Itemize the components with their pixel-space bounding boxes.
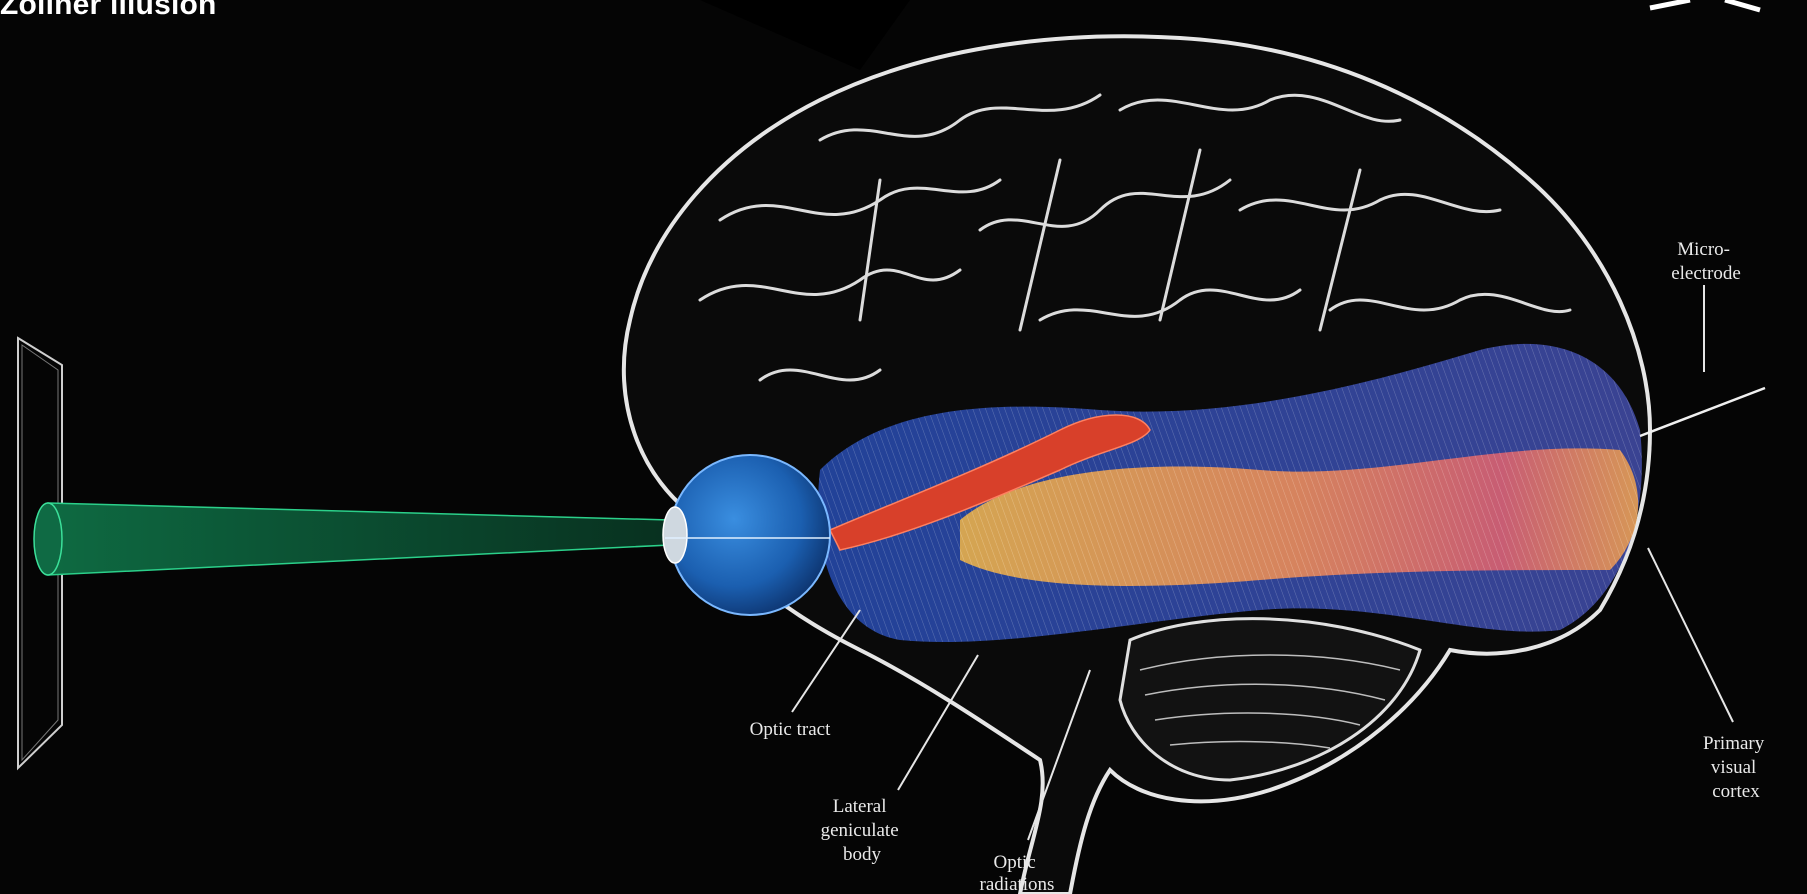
label-pvc-line3: cortex <box>1712 781 1760 802</box>
label-lgn-line1: Lateral <box>833 796 887 817</box>
label-optic-tract-line1: Optic tract <box>750 719 831 740</box>
label-lgn-line2: geniculate <box>821 820 899 841</box>
microelectrode <box>1640 388 1765 436</box>
label-pvc-line1: Primary <box>1703 733 1765 754</box>
label-pvc-line2: visual <box>1711 757 1756 778</box>
label-optic-tract: Optic tract <box>750 719 831 740</box>
label-microelectrode: Micro- electrode <box>1671 239 1741 284</box>
corner-mark <box>1650 0 1760 10</box>
label-optic-radiations-line2: radiations <box>980 874 1055 894</box>
label-optic-radiations-line1: Optic <box>994 852 1036 873</box>
label-lateral-geniculate-body: Lateral geniculate body <box>821 796 904 865</box>
label-microelectrode-line1: Micro- <box>1677 239 1730 260</box>
label-microelectrode-line2: electrode <box>1671 263 1741 284</box>
label-primary-visual-cortex: Primary visual cortex <box>1703 733 1769 802</box>
visual-field-cone <box>34 503 670 575</box>
background-wedge <box>700 0 910 70</box>
label-lgn-line3: body <box>843 844 882 865</box>
